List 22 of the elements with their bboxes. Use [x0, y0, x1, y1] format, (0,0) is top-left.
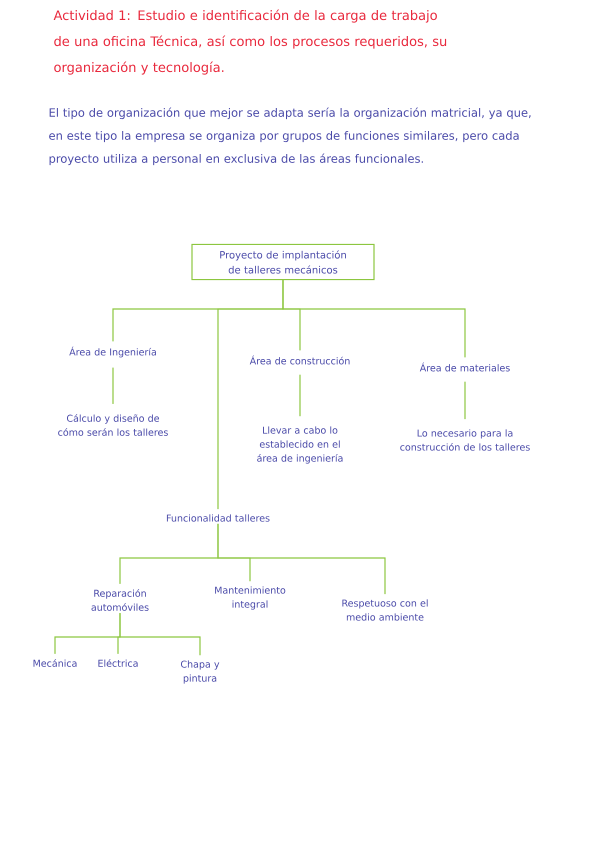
connector-line [217, 524, 386, 594]
title: Actividad 1: Estudio e identificación de la carga de trabajo de una oficina Técnica, así como los procesos requeridos, su organización y tecnología. [54, 10, 446, 75]
connector-line [464, 382, 466, 420]
chart-label: Lo necesario para la construcción de los talleres [400, 429, 530, 451]
chart-label: Respetuoso con el medio ambiente [342, 599, 428, 621]
connector-line [119, 613, 201, 656]
chart-label: Área de materiales [420, 362, 510, 372]
connector-line [112, 368, 114, 404]
chart-label: Cálculo y diseño de cómo serán los talleres [58, 414, 168, 436]
project-box: Proyecto de implantación de talleres mecánicos [191, 244, 375, 280]
chart-label: Funcionalidad talleres [166, 514, 270, 522]
chart-label: Llevar a cabo lo establecido en el área de ingeniería [257, 426, 343, 464]
paragraph: El tipo de organización que mejor se adapta sería la organización matricial, ya que, en este tipo la empresa se organiza por grupos de funciones similares, pero cada proyecto utiliza a personal en exclusiva de las áreas funcionales. [49, 108, 531, 166]
chart-label: Eléctrica [98, 659, 138, 667]
chart-label: Área de Ingeniería [69, 346, 156, 358]
chart-label: Reparación automóviles [92, 589, 149, 611]
chart-label: Mantenimiento integral [215, 586, 286, 610]
chart-label: Área de construcción [250, 356, 350, 364]
connector-line [299, 374, 301, 416]
chart-label: Chapa y pintura [180, 660, 220, 684]
chart-label: Mecánica [34, 659, 77, 667]
connector-line [282, 280, 466, 358]
